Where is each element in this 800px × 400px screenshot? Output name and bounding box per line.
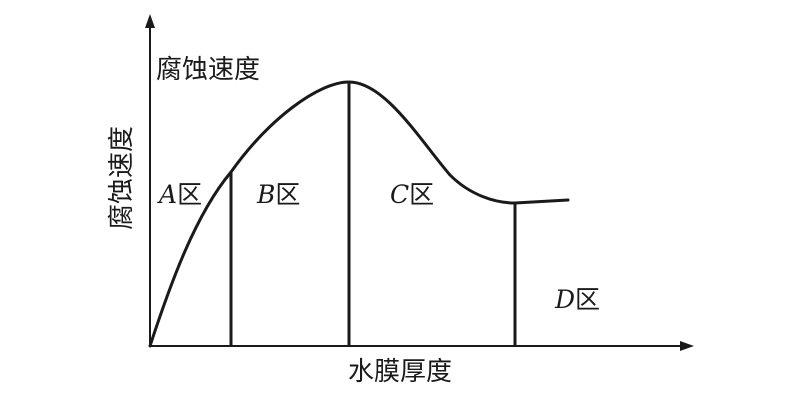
y-axis-label: 腐蚀速度 [107,126,137,230]
region-letter-d: D [554,285,575,314]
region-label-d: D区 [554,285,600,314]
x-axis-arrow [680,341,694,351]
y-axis-arrow [145,14,155,28]
x-axis-label: 水膜厚度 [348,357,452,387]
region-letter-b: B [256,180,275,209]
region-label-c: C区 [390,180,434,209]
region-suffix-c: 区 [409,180,434,209]
region-label-b: B区 [256,180,300,209]
region-suffix-a: 区 [177,180,202,209]
corrosion-rate-curve [148,80,570,348]
region-label-a: A区 [157,180,202,209]
top-label: 腐蚀速度 [156,55,260,85]
region-letter-c: C [390,180,409,209]
region-letter-a: A [157,180,177,209]
region-suffix-b: 区 [275,180,300,209]
region-suffix-d: 区 [575,285,600,314]
